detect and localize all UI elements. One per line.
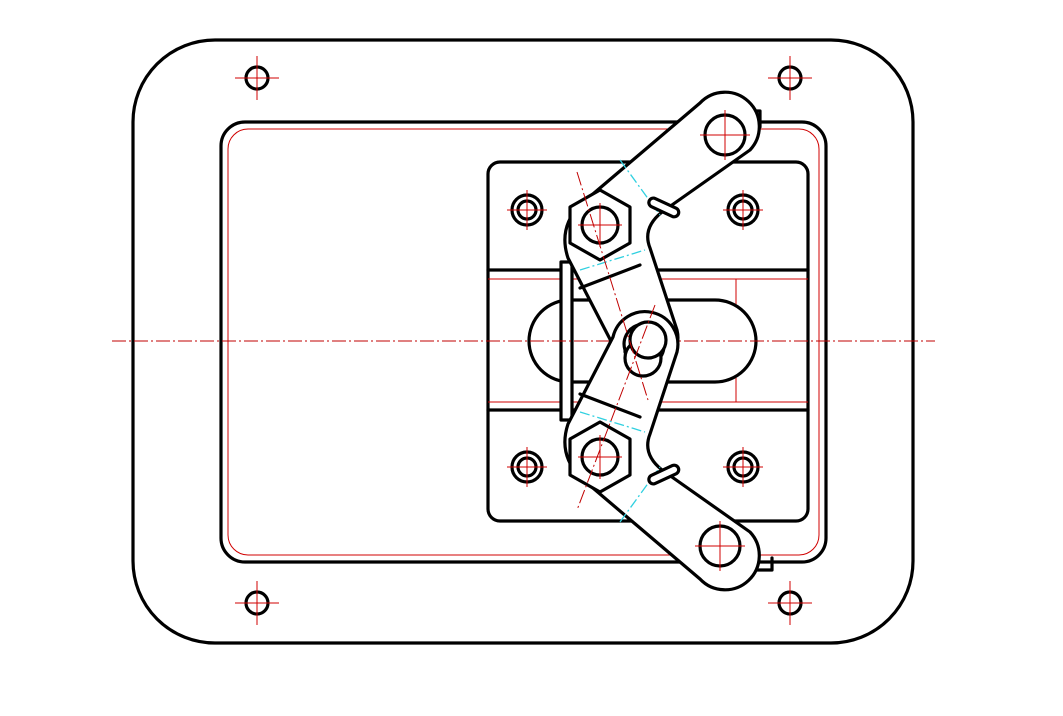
hole xyxy=(768,581,812,625)
hole xyxy=(507,447,547,487)
hole xyxy=(235,56,279,100)
hole xyxy=(768,56,812,100)
hole xyxy=(235,581,279,625)
hole xyxy=(723,447,763,487)
handle-axis xyxy=(576,171,649,401)
plate-holes xyxy=(507,190,763,487)
handle-axis-lower xyxy=(576,304,656,511)
hole xyxy=(507,190,547,230)
corner-holes xyxy=(235,56,812,625)
hole xyxy=(723,190,763,230)
recess-outline xyxy=(219,120,828,564)
upper-handle xyxy=(563,90,761,372)
lower-handle xyxy=(563,310,761,592)
recess-inner-edge xyxy=(227,128,820,556)
